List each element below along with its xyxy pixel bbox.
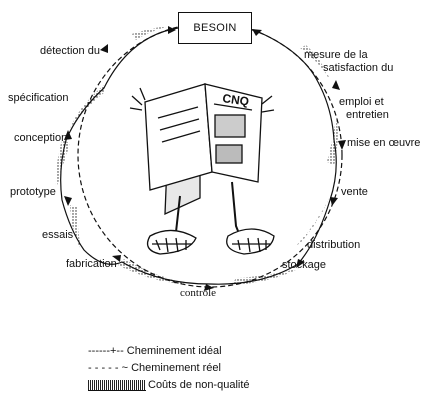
newspaper-reader-illustration bbox=[129, 83, 275, 255]
hatched-swatch bbox=[88, 380, 146, 391]
stage-use-line1: emploi et bbox=[339, 96, 384, 108]
stage-specification: spécification bbox=[8, 92, 69, 104]
ideal-path bbox=[77, 22, 343, 288]
legend-ideal-path: ------+-- Cheminement idéal bbox=[88, 345, 222, 357]
stage-essais: essais bbox=[42, 229, 74, 241]
legend-costs-label: Coûts de non-qualité bbox=[148, 379, 250, 391]
stage-measure-line2: satisfaction du bbox=[323, 62, 394, 74]
stage-conception: conception bbox=[14, 132, 68, 144]
legend-real-path: - - - - - ~ Cheminement réel bbox=[88, 362, 221, 374]
need-box-label: BESOIN bbox=[193, 22, 237, 34]
legend-costs: Coûts de non-qualité bbox=[88, 379, 250, 392]
stage-distribution: distribution bbox=[307, 239, 361, 251]
stage-fabrication: fabrication bbox=[66, 258, 117, 270]
direction-arrows bbox=[64, 26, 346, 291]
stage-implementation: mise en œuvre bbox=[347, 137, 421, 149]
stage-sale: vente bbox=[341, 186, 368, 198]
stage-detection: détection du bbox=[40, 45, 100, 57]
need-box: BESOIN bbox=[178, 12, 252, 44]
stage-use-line2: entretien bbox=[346, 109, 389, 121]
stage-prototype: prototype bbox=[10, 186, 56, 198]
stage-control: contrôle bbox=[180, 287, 217, 299]
stage-storage: stockage bbox=[282, 259, 327, 271]
stage-measure-line1: mesure de la bbox=[304, 49, 368, 61]
newspaper-title: CNQ bbox=[222, 91, 250, 109]
real-path bbox=[60, 27, 337, 285]
